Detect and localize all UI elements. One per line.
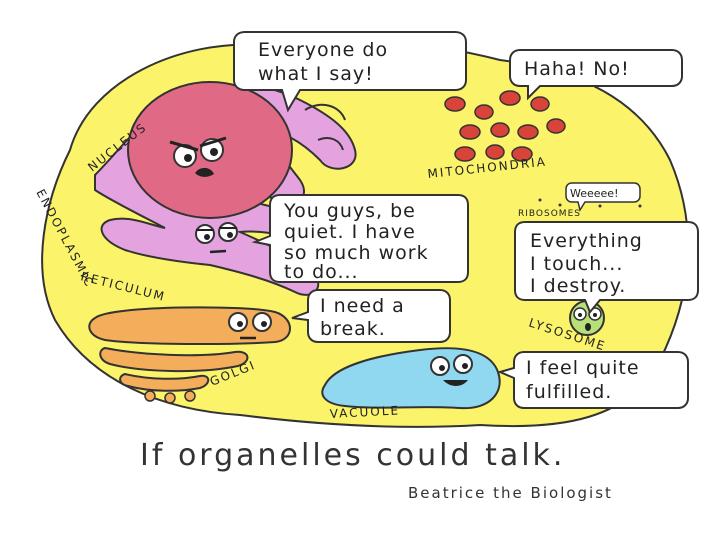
speech-bubble-lysosome: Everything I touch... I destroy. [514, 221, 699, 314]
speech-er-line-3: so much work [284, 242, 429, 264]
speech-golgi-line-2: break. [320, 318, 386, 340]
er-face [195, 222, 238, 254]
speech-bubble-ribosomes: Weeeee! [565, 182, 641, 212]
speech-mitochondria: Haha! No! [524, 58, 630, 80]
golgi [88, 306, 291, 404]
speech-vacuole-line-2: fulfilled. [526, 381, 612, 403]
vacuole [321, 347, 501, 410]
speech-lysosome-line-1: Everything [530, 230, 643, 252]
speech-er-line-2: quiet. I have [284, 221, 416, 243]
speech-ribosomes: Weeeee! [570, 187, 618, 200]
speech-nucleus-line-2: what I say! [258, 63, 374, 85]
label-ribosomes: RIBOSOMES [518, 209, 581, 219]
speech-golgi-line-1: I need a [320, 295, 405, 317]
speech-lysosome-line-3: I destroy. [530, 275, 626, 297]
speech-bubble-er: You guys, be quiet. I have so much work … [251, 194, 469, 283]
speech-bubble-mitochondria: Haha! No! [509, 49, 683, 101]
label-vacuole: VACUOLE [329, 403, 400, 421]
nucleus [127, 81, 293, 219]
speech-er-line-4: to do... [284, 261, 359, 283]
speech-bubble-golgi: I need a break. [291, 289, 451, 343]
speech-nucleus-line-1: Everyone do [258, 39, 388, 61]
speech-vacuole-line-1: I feel quite [526, 357, 640, 379]
author-credit: Beatrice the Biologist [408, 484, 613, 502]
caption: If organelles could talk. [140, 438, 566, 473]
speech-bubble-nucleus: Everyone do what I say! [233, 31, 467, 113]
nucleus-mouth [195, 167, 214, 177]
speech-bubble-vacuole: I feel quite fulfilled. [497, 351, 689, 409]
mitochondria-group [444, 90, 566, 162]
speech-er-line-1: You guys, be [283, 200, 416, 222]
speech-lysosome-line-2: I touch... [530, 253, 623, 275]
lysosome [569, 300, 605, 336]
